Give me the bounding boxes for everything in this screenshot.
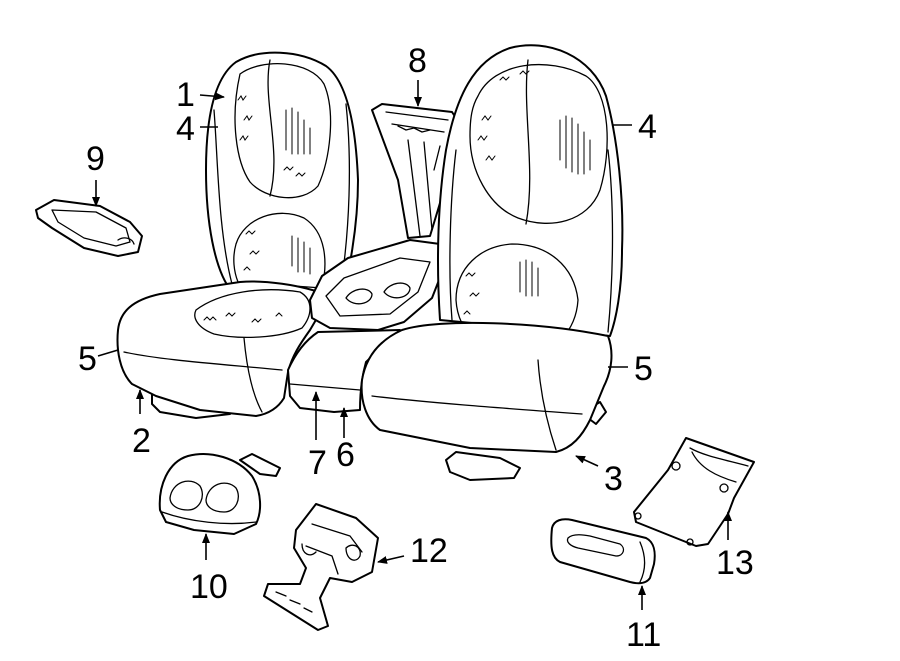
- callout-4-left: 4: [176, 110, 195, 148]
- callout-13: 13: [716, 544, 754, 582]
- right-seat-upper-pattern: [469, 64, 608, 224]
- left-seat-back: [205, 51, 359, 301]
- callout-2: 2: [132, 422, 151, 460]
- part-9-console-lid: [35, 199, 143, 257]
- left-seat-upper-texture: [237, 95, 311, 177]
- right-seat-track: [445, 451, 521, 481]
- part-13-support-plate: [633, 437, 755, 547]
- callout-5-right: 5: [634, 350, 653, 388]
- right-seat: [360, 44, 624, 481]
- part-12-bracket: [263, 503, 379, 631]
- callout-12: 12: [410, 532, 448, 570]
- callout-1: 1: [176, 76, 195, 114]
- part-11-handle-trim: [550, 518, 656, 585]
- right-seat-upper-texture: [477, 70, 591, 175]
- left-seat: [116, 51, 359, 419]
- callout-3: 3: [604, 460, 623, 498]
- callout-11: 11: [626, 616, 661, 654]
- leader-lines: [92, 80, 732, 610]
- callout-10: 10: [190, 568, 228, 606]
- center-console: [287, 103, 461, 413]
- right-seat-cushion: [360, 321, 613, 453]
- right-seat-back-bolster: [449, 149, 614, 333]
- callout-7: 7: [308, 444, 327, 482]
- callout-9: 9: [86, 140, 105, 178]
- left-seat-lower-pattern: [233, 212, 326, 289]
- callout-6: 6: [336, 436, 355, 474]
- callout-labels: 1 4 5 2 7 6 8 9 4 5 3 10 11 12 13: [78, 42, 754, 654]
- callout-8: 8: [408, 42, 427, 80]
- part-10-cupholder: [158, 453, 281, 535]
- right-seat-back: [437, 44, 624, 337]
- callout-5-left: 5: [78, 340, 97, 378]
- left-seat-cushion-pattern: [194, 289, 311, 339]
- left-seat-upper-pattern: [234, 63, 332, 199]
- callout-4-right: 4: [638, 108, 657, 146]
